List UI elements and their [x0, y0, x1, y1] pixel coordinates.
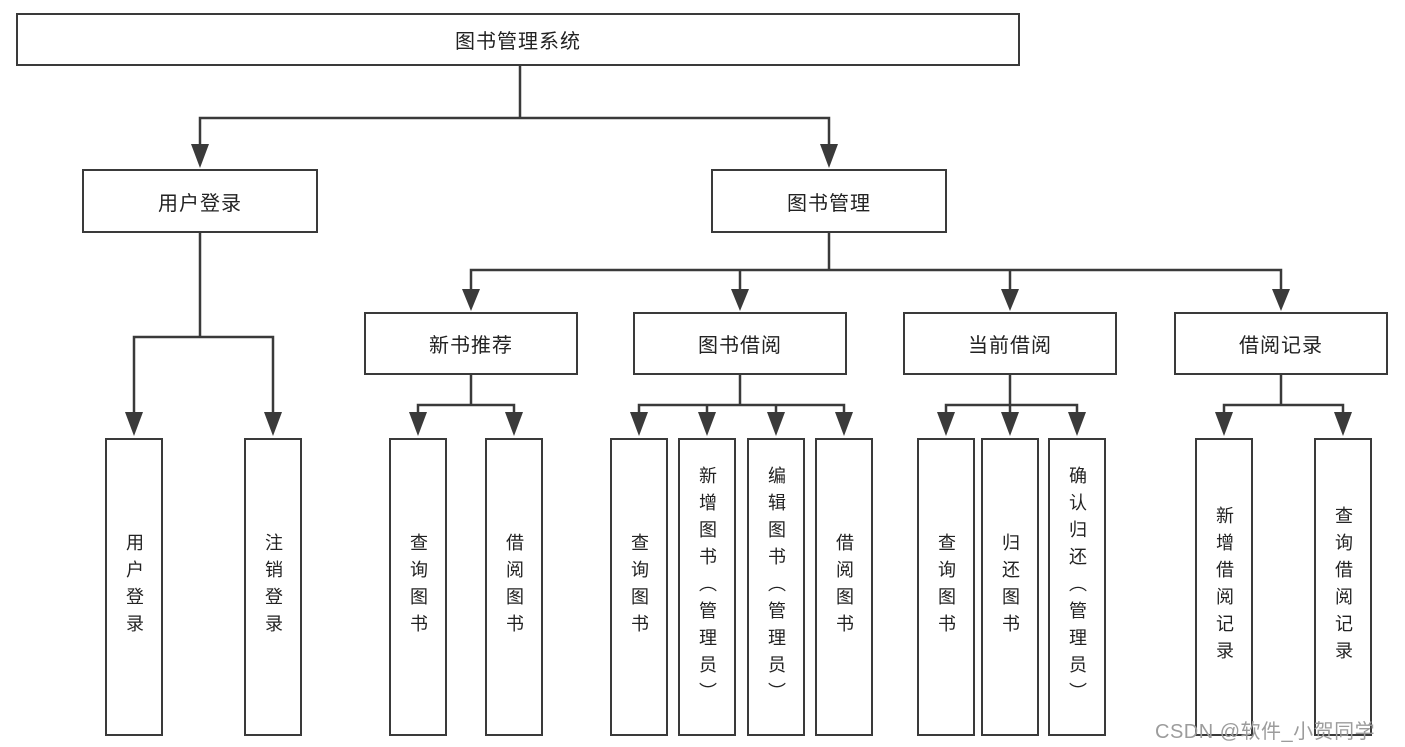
leaf-return-books-label: 归还图书	[1000, 533, 1020, 641]
connector-book-management-to-level3	[462, 231, 1290, 311]
watermark: CSDN @软件_小贺同学	[1155, 721, 1376, 743]
leaf-recommend-query-books-label: 查询图书	[408, 533, 428, 641]
connector-user-login-to-leaves	[125, 231, 282, 436]
leaf-borrow-borrow-books-label: 借阅图书	[834, 533, 854, 641]
node-borrow-records-label: 借阅记录	[1239, 335, 1323, 357]
node-book-management: 图书管理	[711, 169, 947, 233]
node-root-system-label: 图书管理系统	[455, 31, 581, 53]
leaf-user-login: 用户登录	[105, 438, 163, 736]
connector-root-to-level2	[191, 64, 838, 168]
leaf-logout: 注销登录	[244, 438, 302, 736]
leaf-query-borrow-record-label: 查询借阅记录	[1333, 506, 1353, 668]
leaf-recommend-query-books: 查询图书	[389, 438, 447, 736]
connector-borrow-records-to-leaves	[1215, 373, 1352, 436]
leaf-borrow-borrow-books: 借阅图书	[815, 438, 873, 736]
leaf-add-books-admin-label: 新增图书（管理员）	[697, 465, 717, 709]
connector-current-borrow-to-leaves	[937, 373, 1086, 436]
node-book-borrow-label: 图书借阅	[698, 335, 782, 357]
leaf-confirm-return-admin: 确认归还（管理员）	[1048, 438, 1106, 736]
leaf-return-books: 归还图书	[981, 438, 1039, 736]
leaf-add-borrow-record-label: 新增借阅记录	[1214, 506, 1234, 668]
node-current-borrow: 当前借阅	[903, 312, 1117, 375]
connector-book-borrow-to-leaves	[630, 373, 853, 436]
leaf-current-query-books: 查询图书	[917, 438, 975, 736]
node-new-book-recommend: 新书推荐	[364, 312, 578, 375]
leaf-recommend-borrow-books-label: 借阅图书	[504, 533, 524, 641]
leaf-add-borrow-record: 新增借阅记录	[1195, 438, 1253, 736]
leaf-add-books-admin: 新增图书（管理员）	[678, 438, 736, 736]
leaf-current-query-books-label: 查询图书	[936, 533, 956, 641]
node-new-book-recommend-label: 新书推荐	[429, 335, 513, 357]
leaf-query-borrow-record: 查询借阅记录	[1314, 438, 1372, 736]
node-book-borrow: 图书借阅	[633, 312, 847, 375]
node-current-borrow-label: 当前借阅	[968, 335, 1052, 357]
leaf-edit-books-admin-label: 编辑图书（管理员）	[766, 465, 786, 709]
node-borrow-records: 借阅记录	[1174, 312, 1388, 375]
leaf-logout-label: 注销登录	[263, 533, 283, 641]
node-root-system: 图书管理系统	[16, 13, 1020, 66]
leaf-borrow-query-books-label: 查询图书	[629, 533, 649, 641]
leaf-recommend-borrow-books: 借阅图书	[485, 438, 543, 736]
leaf-borrow-query-books: 查询图书	[610, 438, 668, 736]
leaf-confirm-return-admin-label: 确认归还（管理员）	[1067, 465, 1087, 709]
node-book-management-label: 图书管理	[787, 192, 871, 215]
connector-new-book-recommend-to-leaves	[409, 373, 523, 436]
leaf-user-login-label: 用户登录	[124, 533, 144, 641]
node-user-login-label: 用户登录	[158, 192, 242, 215]
node-user-login: 用户登录	[82, 169, 318, 233]
leaf-edit-books-admin: 编辑图书（管理员）	[747, 438, 805, 736]
